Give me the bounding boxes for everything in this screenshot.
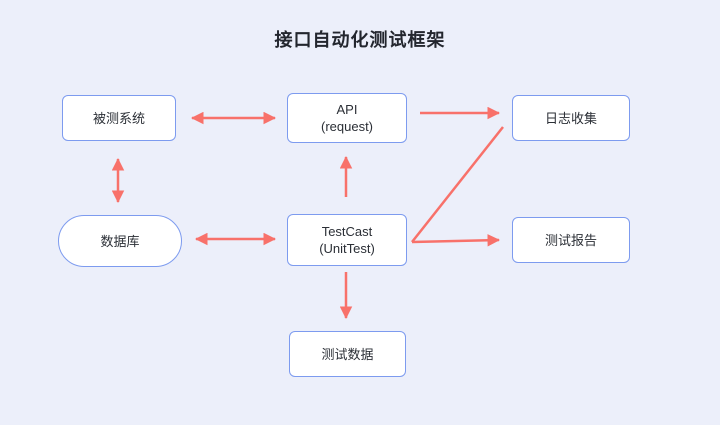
edge-testcast-log	[411, 126, 504, 243]
node-system-under-test: 被测系统	[62, 95, 176, 141]
node-label: 数据库	[100, 233, 140, 249]
node-label: 被测系统	[92, 110, 145, 126]
node-label: TestCast	[321, 224, 373, 239]
node-test-data: 测试数据	[289, 331, 406, 377]
edge-testcast-report	[411, 234, 500, 247]
node-testcast-unittest: TestCast (UnitTest)	[287, 214, 407, 266]
node-sublabel: (UnitTest)	[319, 241, 375, 256]
node-label: 测试报告	[544, 232, 597, 248]
node-database: 数据库	[58, 215, 182, 267]
node-test-report: 测试报告	[512, 217, 630, 263]
node-label: API	[336, 102, 358, 117]
node-label: 测试数据	[321, 346, 374, 362]
node-label: 日志收集	[544, 110, 597, 126]
node-sublabel: (request)	[320, 119, 374, 134]
diagram-title: 接口自动化测试框架	[274, 30, 446, 50]
node-api-request: API (request)	[287, 93, 407, 143]
node-log-collection: 日志收集	[512, 95, 630, 141]
